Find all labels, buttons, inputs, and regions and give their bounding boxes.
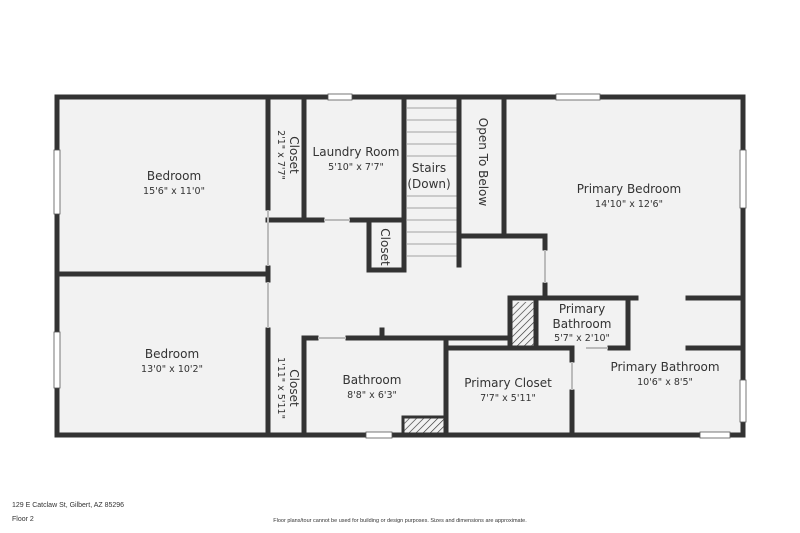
disclaimer: Floor plans/tour cannot be used for buil… [273,518,527,524]
bathroom-name: Bathroom [343,373,402,387]
bathroom-dims: 8'8" x 6'3" [347,390,397,401]
primary-bath-small-dims: 5'7" x 2'10" [554,333,610,344]
windows [53,93,747,439]
laundry-room-dims: 5'10" x 7'7" [328,162,384,173]
primary-bathroom-dims: 10'6" x 8'5" [637,377,693,388]
closet-small-name: Closet [378,228,392,266]
shaft-hatch [512,302,534,346]
door-openings [267,210,608,390]
floor-hatch [404,418,444,434]
floor-area [55,95,745,437]
closet-top-dims: 2'1" x 7'7" [275,130,286,180]
floor-hatch-frame [401,415,447,437]
closet-bottom-dims: 1'11" x 5'11" [275,357,286,419]
primary-bedroom-dims: 14'10" x 12'6" [595,199,663,210]
stairs-treads [407,107,457,257]
floor-label: Floor 2 [12,516,34,523]
closet-top-name: Closet [287,136,301,174]
property-address: 129 E Catclaw St, Gilbert, AZ 85296 [12,502,125,509]
bedroom-2-dims: 13'0" x 10'2" [141,364,203,375]
walls [54,94,746,438]
primary-bedroom-name: Primary Bedroom [577,182,681,196]
bedroom-2-name: Bedroom [145,347,199,361]
stairs-direction: (Down) [407,177,450,191]
stairs-label: Stairs [412,161,446,175]
primary-closet-name: Primary Closet [464,376,552,390]
laundry-room-name: Laundry Room [313,145,400,159]
closet-bottom-name: Closet [287,369,301,407]
primary-bath-small-line2: Bathroom [553,317,612,331]
primary-bathroom-name: Primary Bathroom [610,360,719,374]
bedroom-1-name: Bedroom [147,169,201,183]
primary-closet-dims: 7'7" x 5'11" [480,393,536,404]
bedroom-1-dims: 15'6" x 11'0" [143,186,205,197]
primary-bath-small-line1: Primary [559,302,605,316]
open-to-below-name: Open To Below [476,118,490,207]
